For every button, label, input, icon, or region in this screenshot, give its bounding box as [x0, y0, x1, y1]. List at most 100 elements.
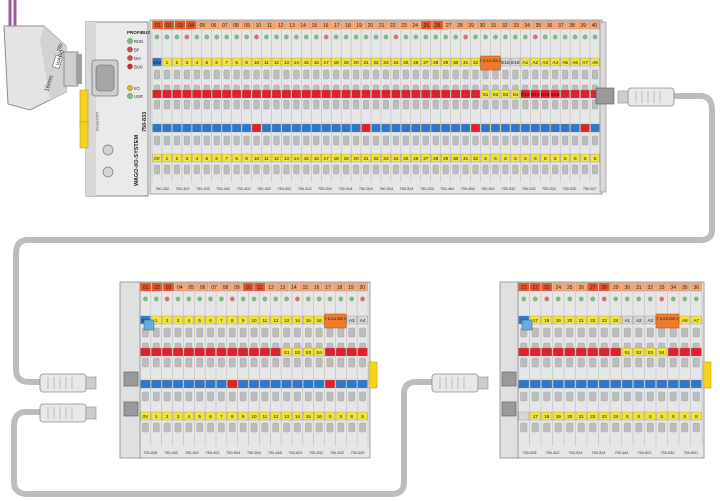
- spring-clamp[interactable]: [243, 69, 250, 80]
- spring-clamp[interactable]: [163, 357, 171, 368]
- spring-clamp[interactable]: [343, 69, 350, 80]
- spring-clamp[interactable]: [646, 391, 654, 402]
- spring-clamp[interactable]: [359, 357, 366, 368]
- spring-clamp[interactable]: [542, 164, 549, 175]
- spring-clamp[interactable]: [658, 327, 666, 338]
- spring-clamp[interactable]: [646, 357, 654, 368]
- spring-clamp[interactable]: [243, 135, 250, 146]
- spring-clamp[interactable]: [333, 99, 340, 110]
- spring-clamp[interactable]: [432, 135, 439, 146]
- spring-clamp[interactable]: [283, 327, 290, 338]
- spring-clamp[interactable]: [294, 357, 301, 368]
- spring-clamp[interactable]: [283, 422, 290, 433]
- spring-clamp[interactable]: [272, 327, 279, 338]
- spring-clamp[interactable]: [512, 164, 519, 175]
- spring-clamp[interactable]: [422, 135, 429, 146]
- spring-clamp[interactable]: [193, 69, 200, 80]
- rj45-plug-icon[interactable]: [617, 87, 675, 107]
- fuse-holder[interactable]: [324, 313, 347, 329]
- spring-clamp[interactable]: [303, 164, 310, 175]
- spring-clamp[interactable]: [412, 69, 419, 80]
- spring-clamp[interactable]: [348, 422, 355, 433]
- spring-clamp[interactable]: [272, 391, 279, 402]
- spring-clamp[interactable]: [174, 422, 182, 433]
- spring-clamp[interactable]: [373, 135, 379, 146]
- spring-clamp[interactable]: [681, 391, 689, 402]
- spring-clamp[interactable]: [313, 135, 320, 146]
- spring-clamp[interactable]: [239, 391, 247, 402]
- spring-clamp[interactable]: [272, 357, 279, 368]
- spring-clamp[interactable]: [566, 422, 574, 433]
- spring-clamp[interactable]: [253, 135, 260, 146]
- spring-clamp[interactable]: [522, 99, 529, 110]
- spring-clamp[interactable]: [383, 69, 389, 80]
- spring-clamp[interactable]: [502, 135, 509, 146]
- spring-clamp[interactable]: [492, 99, 499, 110]
- spring-clamp[interactable]: [348, 391, 355, 402]
- spring-clamp[interactable]: [293, 99, 300, 110]
- spring-clamp[interactable]: [383, 99, 389, 110]
- spring-clamp[interactable]: [293, 164, 300, 175]
- spring-clamp[interactable]: [623, 357, 631, 368]
- spring-clamp[interactable]: [635, 327, 643, 338]
- spring-clamp[interactable]: [305, 391, 312, 402]
- spring-clamp[interactable]: [333, 135, 340, 146]
- spring-clamp[interactable]: [250, 357, 258, 368]
- spring-clamp[interactable]: [692, 327, 700, 338]
- spring-clamp[interactable]: [566, 391, 574, 402]
- spring-clamp[interactable]: [233, 135, 240, 146]
- spring-clamp[interactable]: [183, 99, 190, 110]
- spring-clamp[interactable]: [432, 99, 439, 110]
- spring-clamp[interactable]: [612, 327, 620, 338]
- rj45-port-out[interactable]: [501, 401, 517, 417]
- spring-clamp[interactable]: [163, 422, 171, 433]
- spring-clamp[interactable]: [502, 164, 509, 175]
- rj45-port-in[interactable]: [123, 371, 139, 387]
- spring-clamp[interactable]: [442, 69, 449, 80]
- spring-clamp[interactable]: [239, 422, 247, 433]
- spring-clamp[interactable]: [154, 164, 160, 175]
- rj45-port[interactable]: [595, 87, 615, 105]
- spring-clamp[interactable]: [542, 135, 549, 146]
- spring-clamp[interactable]: [343, 164, 350, 175]
- spring-clamp[interactable]: [658, 422, 666, 433]
- spring-clamp[interactable]: [392, 99, 399, 110]
- spring-clamp[interactable]: [512, 99, 519, 110]
- spring-clamp[interactable]: [283, 164, 290, 175]
- spring-clamp[interactable]: [154, 69, 160, 80]
- spring-clamp[interactable]: [635, 357, 643, 368]
- spring-clamp[interactable]: [283, 357, 290, 368]
- spring-clamp[interactable]: [566, 357, 574, 368]
- spring-clamp[interactable]: [442, 135, 449, 146]
- config-connector[interactable]: [521, 319, 533, 331]
- spring-clamp[interactable]: [552, 164, 559, 175]
- spring-clamp[interactable]: [383, 135, 389, 146]
- spring-clamp[interactable]: [315, 357, 323, 368]
- spring-clamp[interactable]: [183, 69, 190, 80]
- spring-clamp[interactable]: [482, 135, 489, 146]
- spring-clamp[interactable]: [343, 99, 350, 110]
- spring-clamp[interactable]: [253, 99, 260, 110]
- spring-clamp[interactable]: [163, 327, 171, 338]
- spring-clamp[interactable]: [592, 69, 598, 80]
- spring-clamp[interactable]: [333, 69, 340, 80]
- spring-clamp[interactable]: [554, 422, 562, 433]
- spring-clamp[interactable]: [623, 327, 631, 338]
- spring-clamp[interactable]: [263, 69, 270, 80]
- spring-clamp[interactable]: [359, 422, 366, 433]
- spring-clamp[interactable]: [582, 135, 589, 146]
- spring-clamp[interactable]: [303, 69, 310, 80]
- spring-clamp[interactable]: [592, 164, 598, 175]
- spring-clamp[interactable]: [531, 327, 539, 338]
- spring-clamp[interactable]: [600, 422, 608, 433]
- spring-clamp[interactable]: [223, 164, 230, 175]
- spring-clamp[interactable]: [326, 391, 334, 402]
- spring-clamp[interactable]: [589, 391, 597, 402]
- spring-clamp[interactable]: [422, 69, 429, 80]
- spring-clamp[interactable]: [582, 99, 589, 110]
- spring-clamp[interactable]: [218, 357, 225, 368]
- spring-clamp[interactable]: [348, 327, 355, 338]
- spring-clamp[interactable]: [681, 327, 689, 338]
- spring-clamp[interactable]: [658, 391, 666, 402]
- spring-clamp[interactable]: [261, 357, 269, 368]
